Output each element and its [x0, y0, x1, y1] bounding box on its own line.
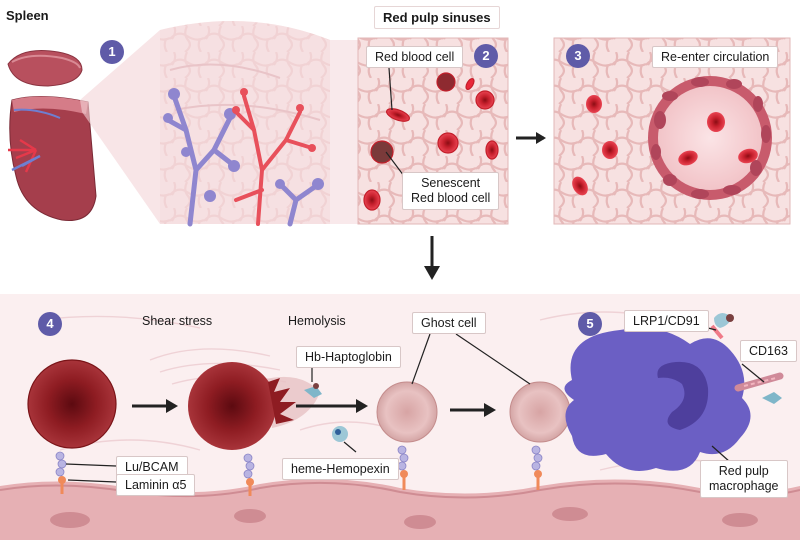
label-shear-stress: Shear stress — [142, 314, 213, 328]
step-badge-2: 2 — [474, 44, 498, 68]
ghost-cell-1 — [376, 381, 438, 443]
adhesion-tethers — [55, 445, 543, 496]
label-macrophage: Red pulp macrophage — [700, 460, 788, 498]
label-senescent-rbc: Senescent Red blood cell — [402, 172, 500, 210]
lrp1-receptor — [710, 313, 734, 340]
spleen-organ-illustration — [7, 50, 97, 221]
hb-haptoglobin-complex — [304, 383, 322, 398]
label-macrophage-line2: macrophage — [709, 479, 779, 493]
rbc-stage-1 — [27, 359, 117, 449]
step-badge-1: 1 — [100, 40, 124, 64]
label-laminin: Laminin α5 — [116, 474, 196, 496]
step-badge-4: 4 — [38, 312, 62, 336]
cd163-receptor — [734, 372, 784, 404]
label-re-enter-circulation: Re-enter circulation — [652, 46, 779, 68]
step-badge-5: 5 — [578, 312, 602, 336]
label-hemolysis: Hemolysis — [288, 314, 346, 328]
zoom-wedge-2 — [330, 40, 358, 224]
label-red-blood-cell: Red blood cell — [366, 46, 464, 68]
label-cd163: CD163 — [740, 340, 797, 362]
re-enter-circulation-panel — [553, 37, 791, 225]
label-lu-bcam: Lu/BCAM — [116, 456, 188, 478]
bottom-arrows — [132, 404, 488, 412]
step-badge-3: 3 — [566, 44, 590, 68]
label-lrp1-cd91: LRP1/CD91 — [624, 310, 709, 332]
zoom-wedge — [80, 30, 160, 224]
ghost-cell-2 — [509, 381, 571, 443]
heme-hemopexin-complex — [332, 426, 348, 442]
spleen-lobe-zoom — [160, 21, 330, 227]
label-senescent-line1: Senescent — [421, 176, 481, 190]
leader-lines — [65, 67, 765, 483]
label-ghost-cell: Ghost cell — [412, 312, 486, 334]
label-macrophage-line1: Red pulp — [718, 464, 769, 478]
label-heme-hemopexin: heme-Hemopexin — [282, 458, 399, 480]
red-pulp-macrophage — [564, 327, 751, 471]
label-senescent-line2: Red blood cell — [411, 191, 491, 205]
header-red-pulp-sinuses: Red pulp sinuses — [374, 6, 500, 29]
header-spleen: Spleen — [6, 8, 49, 23]
label-hb-haptoglobin: Hb-Haptoglobin — [296, 346, 401, 368]
